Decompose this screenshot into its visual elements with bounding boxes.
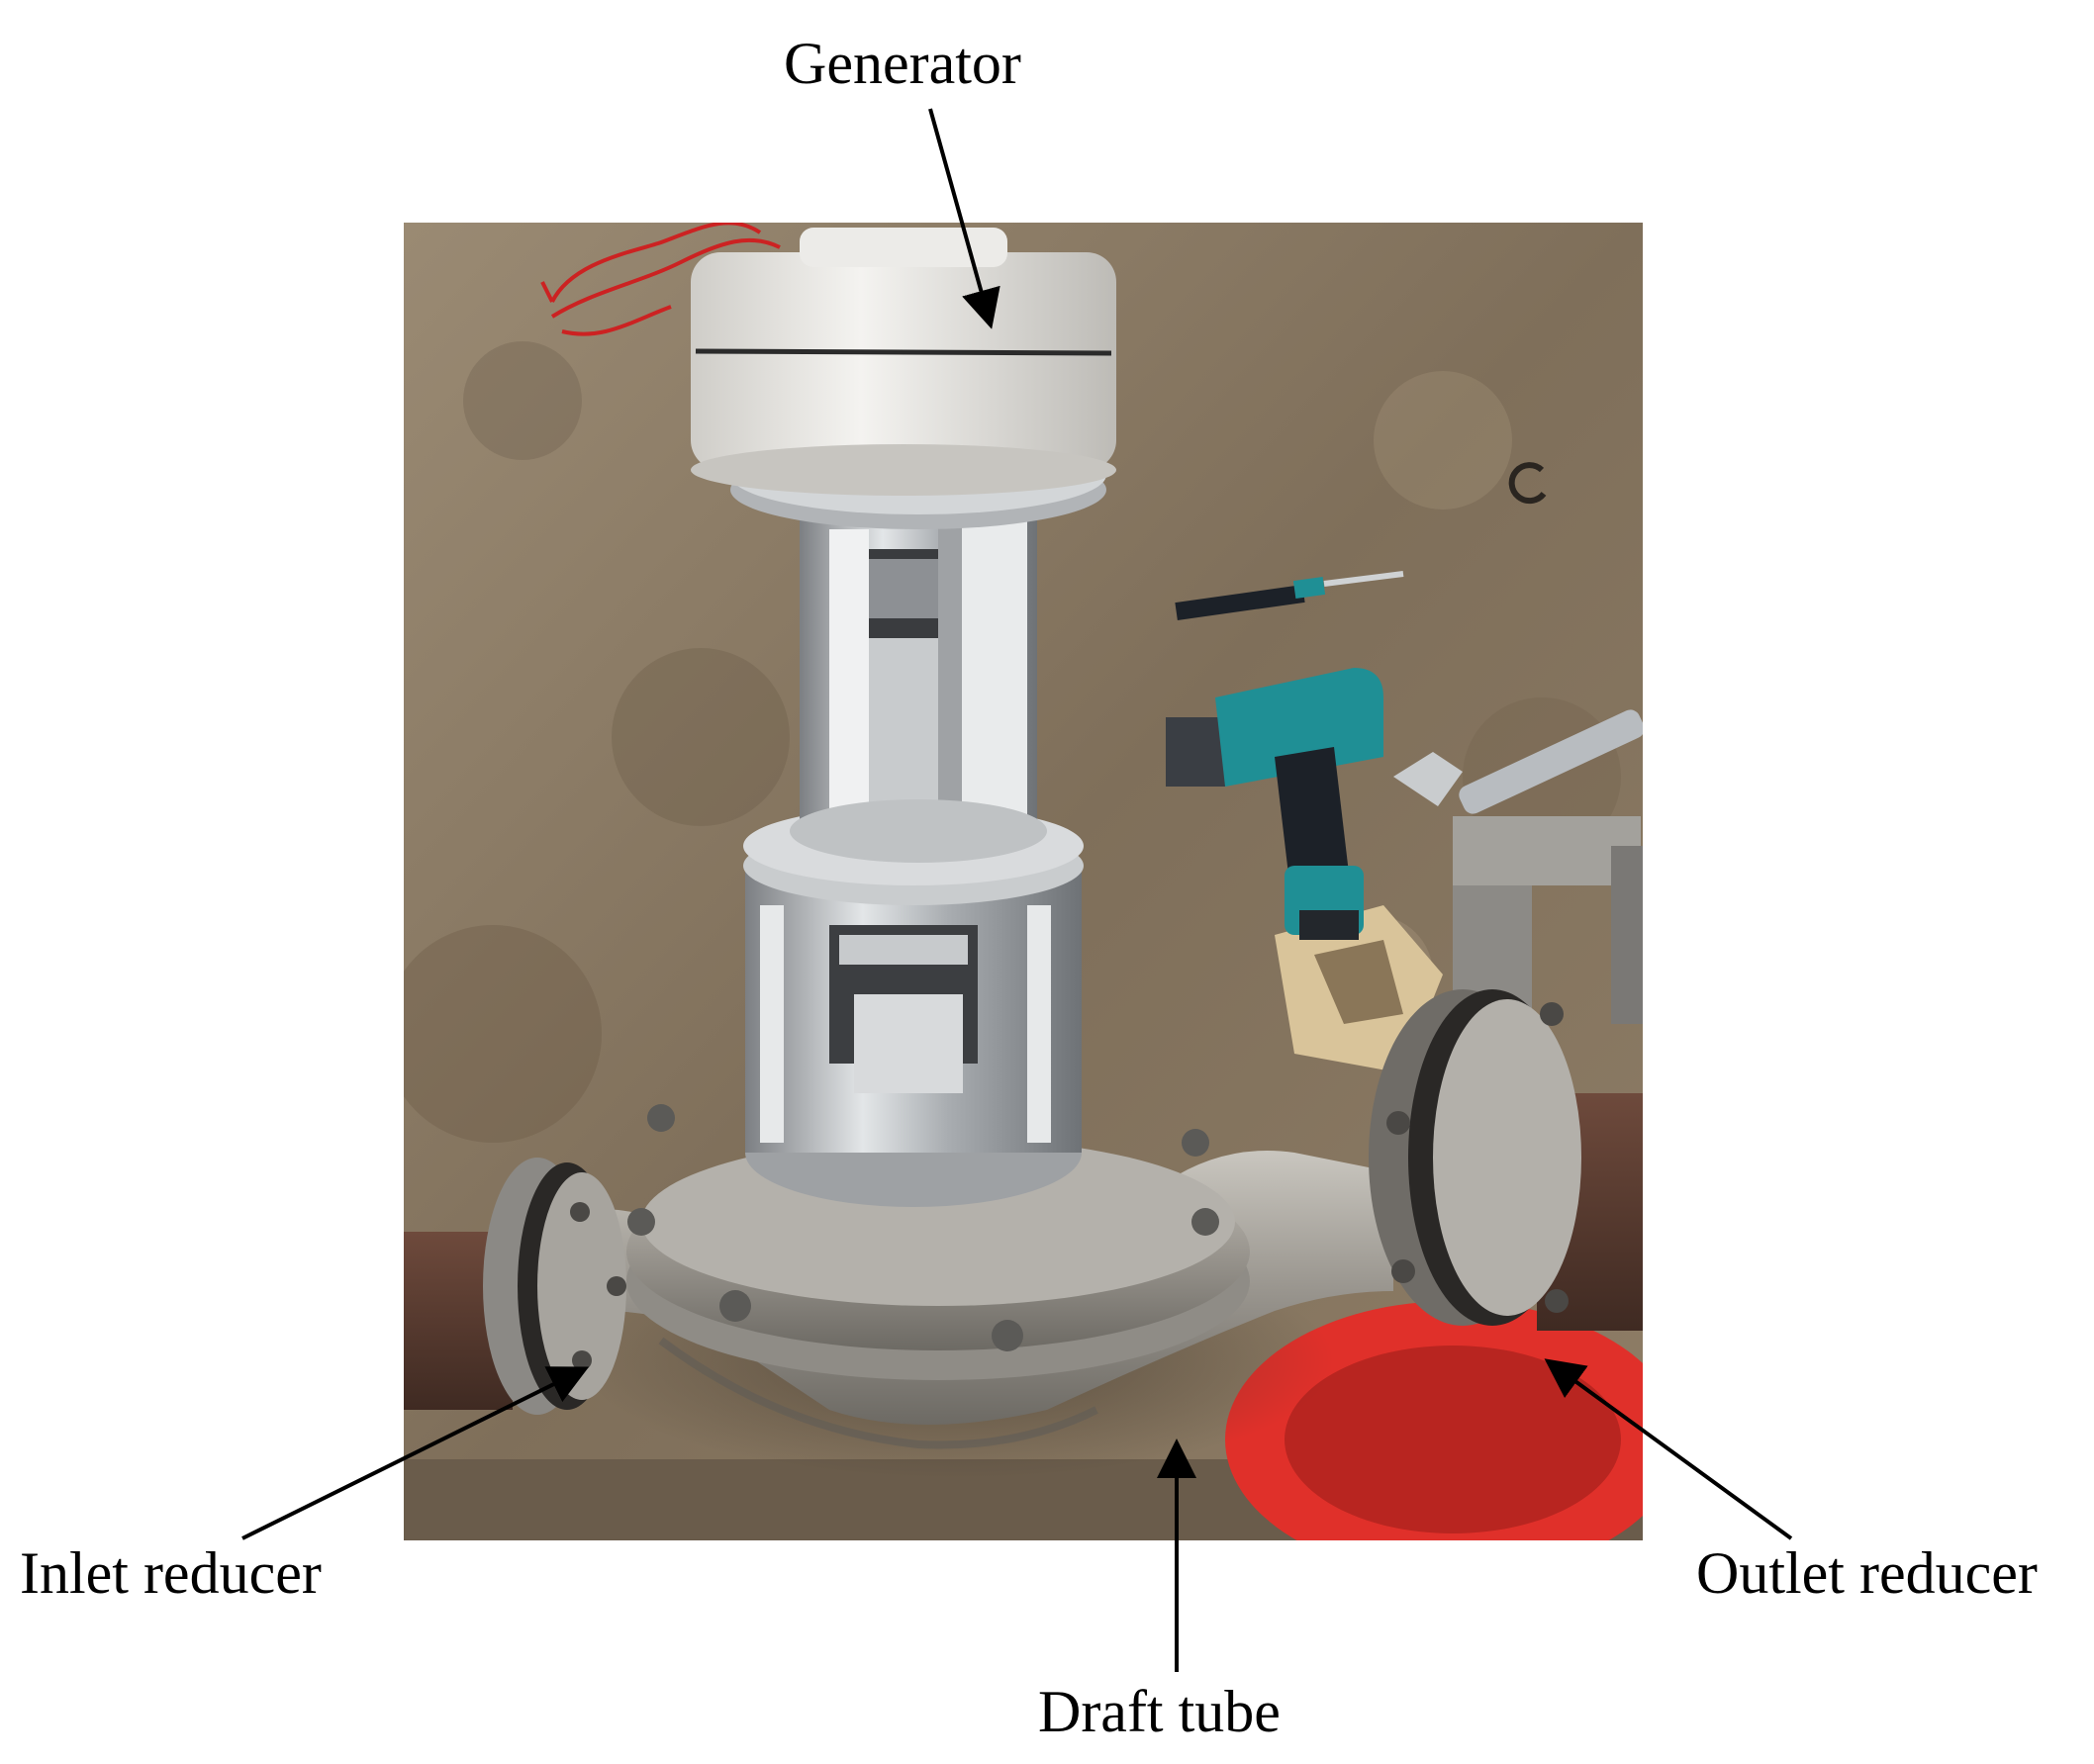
- wrench: [1393, 709, 1643, 814]
- c-mark: [1508, 462, 1547, 505]
- outlet-flange: [1369, 989, 1581, 1326]
- cordless-drill: [1166, 668, 1383, 940]
- inlet-arrow: [241, 1366, 590, 1540]
- outlet-arrow: [1544, 1358, 1793, 1540]
- lower-cage: [743, 806, 1084, 1207]
- screwdriver: [1175, 571, 1404, 620]
- generator-arrow: [928, 108, 1000, 329]
- inlet-reducer-label: Inlet reducer: [20, 1540, 322, 1606]
- outlet-reducer-label: Outlet reducer: [1696, 1540, 2038, 1606]
- generator-housing: [691, 228, 1116, 496]
- metal-bracket: [1453, 816, 1643, 1044]
- draft-tube-label: Draft tube: [1038, 1679, 1281, 1744]
- red-wires: [540, 223, 781, 336]
- inlet-flange: [483, 1158, 626, 1415]
- turbine-photo: [404, 223, 1643, 1540]
- flange-bolts: [627, 1104, 1219, 1351]
- generator-label: Generator: [784, 31, 1021, 96]
